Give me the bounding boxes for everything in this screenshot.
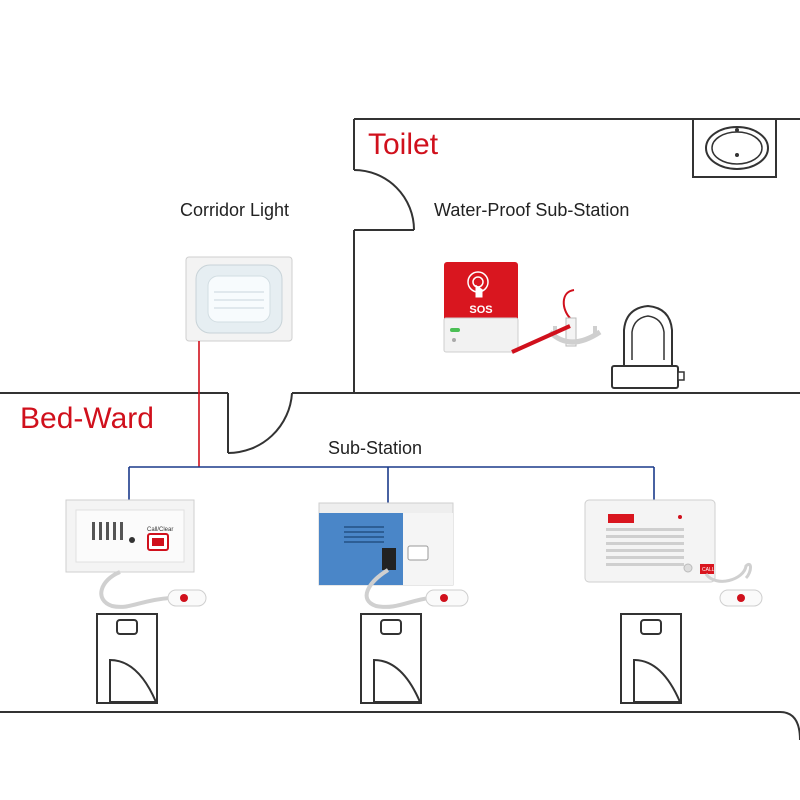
corridor-light-label: Corridor Light [180,200,290,220]
bed-icon-3 [620,613,682,704]
bed-icon-2 [360,613,422,704]
sos-text: SOS [469,304,492,316]
pull-cord-icon [511,289,602,354]
sink-icon [692,118,777,178]
room-title-ward: Bed-Ward [20,402,154,435]
waterproof-sos-station [443,262,519,353]
corridor-light-device [185,256,293,342]
room-title-toilet: Toilet [368,128,439,161]
substation-label: Sub-Station [328,438,423,458]
bed-icon-1 [96,613,158,704]
wiring [128,341,655,503]
bedside-station-3 [584,499,763,607]
waterproof-label: Water-Proof Sub-Station [434,200,630,220]
toilet-icon [611,304,685,389]
call-text: CALL [702,567,715,573]
bedside-station-2 [318,502,469,609]
bedside-station-1 [65,499,207,609]
call-clear-text: Call/Clear [147,527,173,533]
